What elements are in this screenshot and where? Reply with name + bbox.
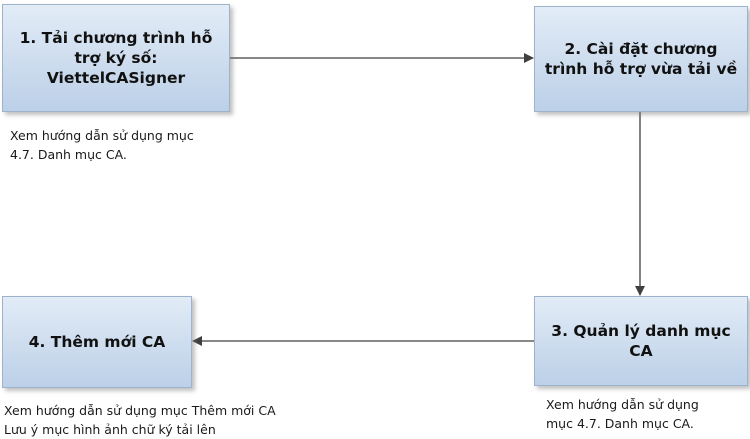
step-1-note: Xem hướng dẫn sử dụng mục 4.7. Danh mục …: [10, 126, 194, 164]
step-1-box: 1. Tải chương trình hỗ trợ ký số: Viette…: [2, 4, 230, 112]
step-2-label: 2. Cài đặt chương trình hỗ trợ vừa tải v…: [545, 39, 737, 79]
step-4-label: 4. Thêm mới CA: [29, 332, 166, 352]
step-3-note-line-1: Xem hướng dẫn sử dụng: [546, 397, 699, 412]
step-3-line-1: 3. Quản lý danh mục: [551, 322, 731, 340]
step-4-note-line-2: Lưu ý mục hình ảnh chữ ký tải lên: [4, 422, 216, 437]
step-2-line-2: trình hỗ trợ vừa tải về: [544, 60, 738, 78]
step-1-line-2: trợ ký số:: [74, 49, 158, 67]
step-1-label: 1. Tải chương trình hỗ trợ ký số: Viette…: [20, 28, 213, 88]
step-1-line-3: ViettelCASigner: [46, 69, 186, 87]
step-3-line-2: CA: [629, 342, 653, 360]
step-4-note: Xem hướng dẫn sử dụng mục Thêm mới CA Lư…: [4, 401, 276, 439]
step-4-line-1: 4. Thêm mới CA: [28, 333, 166, 351]
step-4-box: 4. Thêm mới CA: [2, 296, 192, 388]
step-3-note: Xem hướng dẫn sử dụng mục 4.7. Danh mục …: [546, 395, 699, 433]
step-4-note-line-1: Xem hướng dẫn sử dụng mục Thêm mới CA: [4, 403, 276, 418]
step-3-note-line-2: mục 4.7. Danh mục CA.: [546, 416, 694, 431]
step-1-note-line-2: 4.7. Danh mục CA.: [10, 147, 127, 162]
step-3-label: 3. Quản lý danh mục CA: [551, 321, 730, 361]
step-1-note-line-1: Xem hướng dẫn sử dụng mục: [10, 128, 194, 143]
step-2-box: 2. Cài đặt chương trình hỗ trợ vừa tải v…: [534, 6, 748, 112]
step-1-line-1: 1. Tải chương trình hỗ: [19, 29, 213, 47]
step-3-box: 3. Quản lý danh mục CA: [534, 296, 748, 386]
step-2-line-1: 2. Cài đặt chương: [564, 40, 718, 58]
